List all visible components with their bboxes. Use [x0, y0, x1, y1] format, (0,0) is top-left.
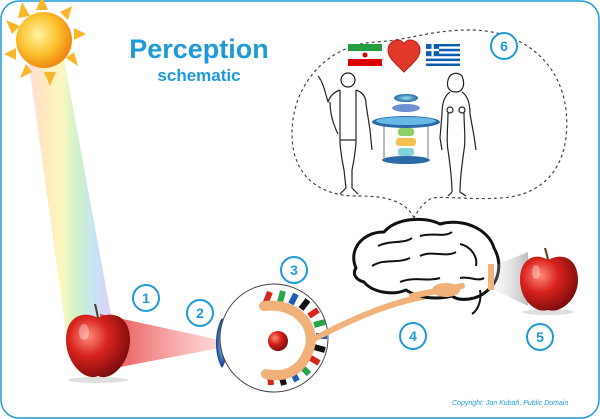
step-marker-1: 1 — [132, 284, 160, 312]
greece-flag-icon — [426, 44, 460, 66]
step-number-5: 5 — [536, 329, 544, 345]
iran-flag-icon — [348, 44, 382, 66]
step-number-2: 2 — [196, 305, 204, 321]
step-number-3: 3 — [290, 262, 298, 278]
step-marker-2: 2 — [186, 299, 214, 327]
cortex-highlight — [432, 283, 460, 297]
step-marker-3: 3 — [280, 256, 308, 284]
cognition-tower-icon — [372, 94, 440, 164]
projection-beam — [494, 252, 528, 306]
light-ray-icon — [28, 48, 112, 332]
retina-icon — [219, 283, 329, 393]
step-number-4: 4 — [409, 328, 417, 344]
reflected-light-beam — [100, 314, 220, 370]
step-number-1: 1 — [142, 290, 150, 306]
step-number-6: 6 — [500, 38, 508, 54]
visual-cortex-strip — [488, 264, 494, 290]
step-marker-6: 6 — [490, 32, 518, 60]
diagram-subtitle: schematic — [157, 66, 241, 85]
man-figure-icon — [317, 72, 373, 195]
copyright-note: Copyright: Jan Kubaň, Public Domain — [452, 400, 569, 407]
step-marker-5: 5 — [526, 323, 554, 351]
step-marker-4: 4 — [399, 322, 427, 350]
apple-icon — [66, 303, 130, 383]
sun-icon — [4, 0, 86, 86]
perceived-apple-icon — [520, 247, 578, 315]
heart-icon — [387, 39, 421, 73]
woman-figure-icon — [439, 72, 477, 197]
diagram-title: Perception — [129, 34, 269, 64]
